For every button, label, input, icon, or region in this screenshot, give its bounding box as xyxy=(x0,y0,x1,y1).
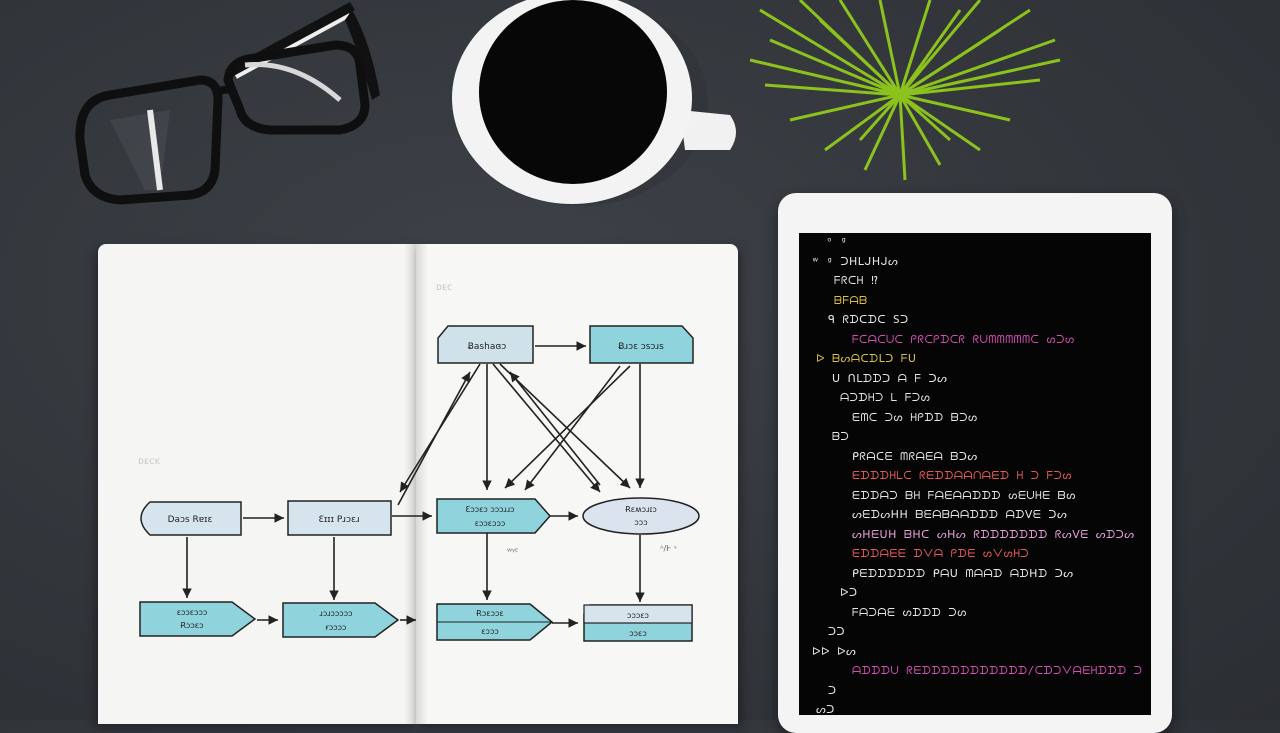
flow-node-row3-d-line1: ɔɔɔɛɔ xyxy=(627,611,649,620)
flow-node-row3-c: Ɍɔɛɔɔɛ ɛɔɔɔ xyxy=(436,603,554,641)
code-line: ᑐ xyxy=(828,684,837,697)
code-line: ᗴᗪᗪᗩᗴᗴ ᗪᐯᗩ ᑭᗪᗴ ᔕᐯᔕᕼᑐ xyxy=(852,548,1030,560)
flow-node-row2-d-line2: ɔɔɔ xyxy=(634,518,647,527)
flow-node-row3-a-line1: ɛɔɔɛɔɔɔ xyxy=(177,608,208,617)
left-page-mark: ᴅᴇᴄᴋ xyxy=(138,456,161,467)
code-line: ᗷᖴᗩᗷ xyxy=(834,294,868,307)
code-line: ᖴᖇᑕᕼ ⁉ xyxy=(834,275,878,287)
flow-node-row3-b: ɹɔɹɔɔɔɔɔ ɍɔɔɔɔ xyxy=(282,602,400,638)
code-line: ᑭᖇᗩᑕᗴ ᗰᖇᗩᗴᗩ ᗷᑐᔕ xyxy=(852,450,978,463)
code-line: ᗴᗰᑕ ᑐᔕ ᕼᑭᗪᗪ ᗷᑐᔕ xyxy=(852,411,978,424)
code-line: ᗴᗪᗪᗩᑐ ᗷᕼ ᖴᗩᗴᗩᗩᗪᗪᗪ ᔕᗴᑌᕼᗴ ᗷᔕ xyxy=(852,489,1076,502)
flow-node-row3-b-line1: ɹɔɹɔɔɔɔɔ xyxy=(320,609,353,618)
code-line: ᗩᑐᗪᕼᑐ ᒪ ᖴᑐᔕ xyxy=(840,392,931,404)
code-line: ᗴᗪᗪᗪᕼᒪᑕ ᖇᗴᗪᗪᗩᗩᑎᗩᗴᗪ ᕼ ᑐ ᖴᑐᔕ xyxy=(852,470,1073,482)
eyeglasses-icon xyxy=(75,2,380,205)
flow-node-row2-c-line1: Ɛɔɔɛɔ ɔɔɔɹɹɔ xyxy=(465,505,514,514)
flow-node-top-right: Ƀɹɔɛ ɔsɔɹs xyxy=(589,325,694,364)
code-line: ᑭᗴᗪᗪᗪᗪᗪᗪ ᑭᗩᑌ ᗰᗩᗩᗪ ᗩᗪᕼᗪ ᑐᔕ xyxy=(852,567,1074,580)
flow-node-top-left-label: Ƀashaɞɔ xyxy=(468,342,507,352)
flow-note-c: ᵂᵞᴱ xyxy=(507,547,518,556)
code-line: ᔕᗴᗪᔕᕼᕼ ᗷᗴᗩᗷᗩᗩᗪᗪᗪ ᗩᗪᐯᗴ ᑐᔕ xyxy=(852,509,1068,521)
code-line: ᖴᗩᑐᗩᗴ ᔕᗪᗪᗪ ᑐᔕ xyxy=(852,606,968,619)
flow-node-row2-b: Ɛɪɪɪ Pɹɔɛɹ xyxy=(287,500,392,536)
notebook-right-page xyxy=(416,244,738,724)
right-page-mark: ᴅᴇᴄ xyxy=(436,282,453,293)
code-line: ᗩᗪᗪᗪᑌ ᖇᗴᗪᗪᗪᗪᗪᗪᗪᗪᗪᗪᗪ/ᑕᗪᑐᐯᗩᗴᕼᗪᗪᗪ ᑐ ᑭᗴᗪᗪ ᔕᑐ xyxy=(852,665,1143,677)
code-line: ᐅᐅ ᐅᔕ xyxy=(812,645,857,658)
flow-node-row2-d: Ɍɛʍɔɹɪɔ ɔɔɔ xyxy=(582,497,700,535)
flow-node-top-left: Ƀashaɞɔ xyxy=(437,325,534,364)
flow-node-row2-a-label: Daɔs Rɐɪɛ xyxy=(168,515,213,525)
code-line: ᐅᑐ xyxy=(840,587,858,599)
coffee-cup-icon xyxy=(452,0,736,206)
plant-icon xyxy=(749,0,1061,181)
flow-node-row2-c: Ɛɔɔɛɔ ɔɔɔɹɹɔ ɛɔɔɛɔɔɔ xyxy=(436,498,552,534)
flow-node-row3-a-line2: Ɍɔɔɛɔ xyxy=(180,621,203,630)
flow-node-top-right-label: Ƀɹɔɛ ɔsɔɹs xyxy=(618,342,664,352)
flow-node-row3-d-line2: ɔɔɛɔ xyxy=(629,629,647,638)
flow-node-row3-a: ɛɔɔɛɔɔɔ Ɍɔɔɛɔ xyxy=(139,601,257,637)
code-line: ᵒ ᵍ xyxy=(826,236,848,248)
flow-node-row2-c-line2: ɛɔɔɛɔɔɔ xyxy=(475,519,506,528)
code-line: ʷ ᵍ ᑐᕼᒪᒍᕼᒍᔕ xyxy=(812,255,899,268)
tablet-screen xyxy=(799,233,1151,715)
code-line: ᔕᕼᗴᑌᕼ ᗷᕼᑕ ᔕᕼᔕ ᖇᗪᗪᗪᗪᗪᗪᗪ ᖇᔕᐯᗴ ᔕᗪᑐᔕ xyxy=(852,528,1135,541)
flow-node-row3-d: ɔɔɔɛɔ ɔɔɛɔ xyxy=(583,604,693,642)
notebook: ᴅᴇᴄᴋ ᴅᴇᴄ xyxy=(98,244,738,724)
flow-node-row2-b-label: Ɛɪɪɪ Pɹɔɛɹ xyxy=(318,515,359,525)
notebook-left-page xyxy=(98,244,416,724)
flow-node-row3-b-line2: ɍɔɔɔɔ xyxy=(326,623,347,632)
code-line: ᑫ ᖇᗪᑕᗪᑕ Ѕᑐ xyxy=(828,314,909,326)
flowchart-arrows xyxy=(182,341,645,628)
flow-node-row3-c-line2: ɛɔɔɔ xyxy=(481,627,499,636)
flow-note-d: ᴬ/Ⱶ ˢ xyxy=(660,544,677,553)
flow-node-row3-c-line1: Ɍɔɛɔɔɛ xyxy=(476,609,503,618)
code-line: ᖴᑕᗩᑕᑌᑕ ᑭᖇᑕᑭᗪᑕᖇ ᖇᑌᗰᗰᗰᗰᗰᑕ ᔕᑐᔕ xyxy=(852,333,1075,346)
code-line: ᑌ ᑎᒪᗪᗪᑐ ᗩ ᖴ ᑐᔕ xyxy=(832,372,948,385)
flow-node-row2-a: Daɔs Rɐɪɛ xyxy=(140,501,242,536)
code-line: ᔕᑐ xyxy=(816,704,835,716)
code-line: ᗷᑐ xyxy=(832,431,850,443)
code-line: ᑐᑐ xyxy=(828,626,846,638)
code-line: ᐅ ᗷᔕᗩᑕᗪᒪᑐ ᖴᑌ xyxy=(816,353,917,365)
flow-node-row2-d-line1: Ɍɛʍɔɹɪɔ xyxy=(625,505,657,514)
